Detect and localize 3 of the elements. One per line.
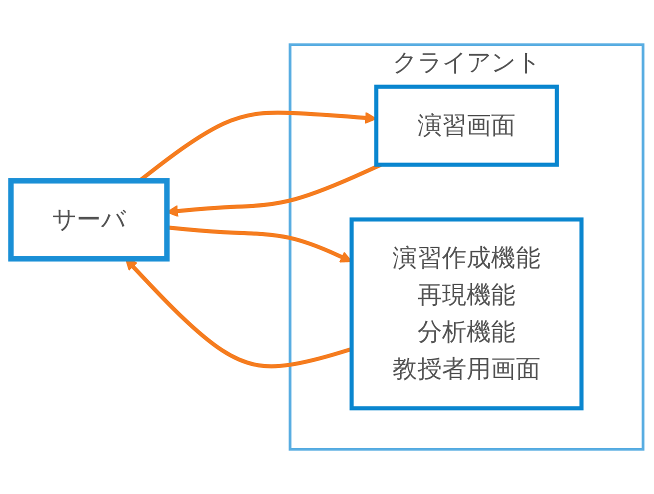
node-box: 演習作成機能 再現機能 分析機能 教授者用画面 — [350, 217, 584, 410]
node-box: 演習画面 — [374, 84, 559, 167]
node-box: サーバ — [8, 178, 170, 262]
